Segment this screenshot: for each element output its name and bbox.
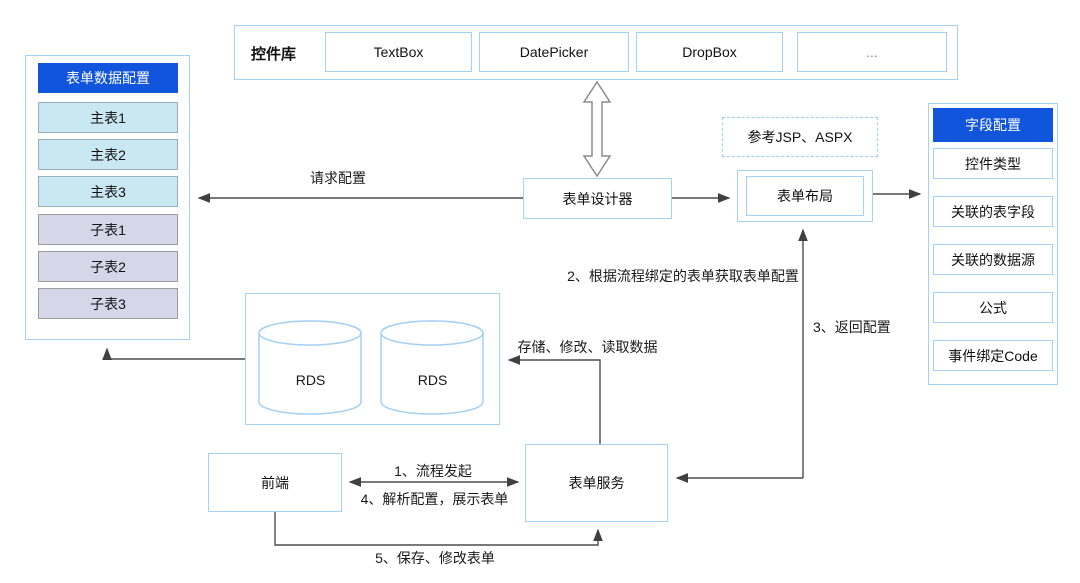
control-item-more: ... bbox=[797, 32, 947, 72]
form-data-panel-header: 表单数据配置 bbox=[38, 63, 178, 93]
rds-label: RDS bbox=[417, 372, 448, 388]
edge-label-step2: 2、根据流程绑定的表单获取表单配置 bbox=[567, 268, 799, 284]
form-layout-box: 表单布局 bbox=[746, 176, 864, 216]
form-service-box: 表单服务 bbox=[525, 444, 668, 522]
table-cell-sub3: 子表3 bbox=[38, 288, 178, 319]
rds-label: RDS bbox=[295, 372, 326, 388]
form-service-label: 表单服务 bbox=[568, 475, 625, 491]
form-designer-label: 表单设计器 bbox=[562, 190, 633, 207]
reference-note-box: 参考JSP、ASPX bbox=[722, 117, 878, 157]
field-item-datasource: 关联的数据源 bbox=[933, 244, 1053, 275]
edge-label-step5: 5、保存、修改表单 bbox=[375, 550, 495, 566]
cylinder-top bbox=[380, 320, 484, 346]
frontend-box: 前端 bbox=[208, 453, 342, 512]
field-item-event-code: 事件绑定Code bbox=[933, 340, 1053, 371]
edge-label-step1: 1、流程发起 bbox=[394, 463, 472, 479]
edge-label-storage: 存储、修改、读取数据 bbox=[517, 339, 658, 355]
control-item-dropbox: DropBox bbox=[636, 32, 783, 72]
edge-label-request-config: 请求配置 bbox=[310, 170, 366, 186]
field-item-formula: 公式 bbox=[933, 292, 1053, 323]
table-cell-sub2: 子表2 bbox=[38, 251, 178, 282]
control-item-datepicker: DatePicker bbox=[479, 32, 629, 72]
field-item-control-type: 控件类型 bbox=[933, 148, 1053, 179]
form-designer-box: 表单设计器 bbox=[523, 178, 672, 219]
control-library-title: 控件库 bbox=[251, 46, 297, 63]
table-cell-main1: 主表1 bbox=[38, 102, 178, 133]
field-item-table-field: 关联的表字段 bbox=[933, 196, 1053, 227]
edge-label-step4: 4、解析配置，展示表单 bbox=[360, 491, 509, 507]
arrow-service-to-rds bbox=[507, 355, 601, 444]
rds-cylinder-2: RDS bbox=[380, 320, 485, 415]
arrow-rds-to-panel bbox=[102, 347, 245, 361]
control-item-label: ... bbox=[866, 44, 878, 60]
frontend-label: 前端 bbox=[261, 474, 289, 491]
library-designer-double-arrow bbox=[582, 80, 612, 178]
field-config-panel-header: 字段配置 bbox=[933, 108, 1053, 142]
table-cell-main3: 主表3 bbox=[38, 176, 178, 207]
control-item-textbox: TextBox bbox=[325, 32, 472, 72]
control-item-label: DatePicker bbox=[519, 44, 589, 60]
control-item-label: TextBox bbox=[373, 44, 424, 60]
table-cell-sub1: 子表1 bbox=[38, 214, 178, 245]
table-cell-main2: 主表2 bbox=[38, 139, 178, 170]
rds-cylinder-1: RDS bbox=[258, 320, 363, 415]
cylinder-top bbox=[258, 320, 362, 346]
control-item-label: DropBox bbox=[682, 44, 737, 60]
edge-label-step3: 3、返回配置 bbox=[813, 319, 891, 335]
form-layout-label: 表单布局 bbox=[777, 188, 833, 204]
reference-note-label: 参考JSP、ASPX bbox=[747, 129, 853, 145]
